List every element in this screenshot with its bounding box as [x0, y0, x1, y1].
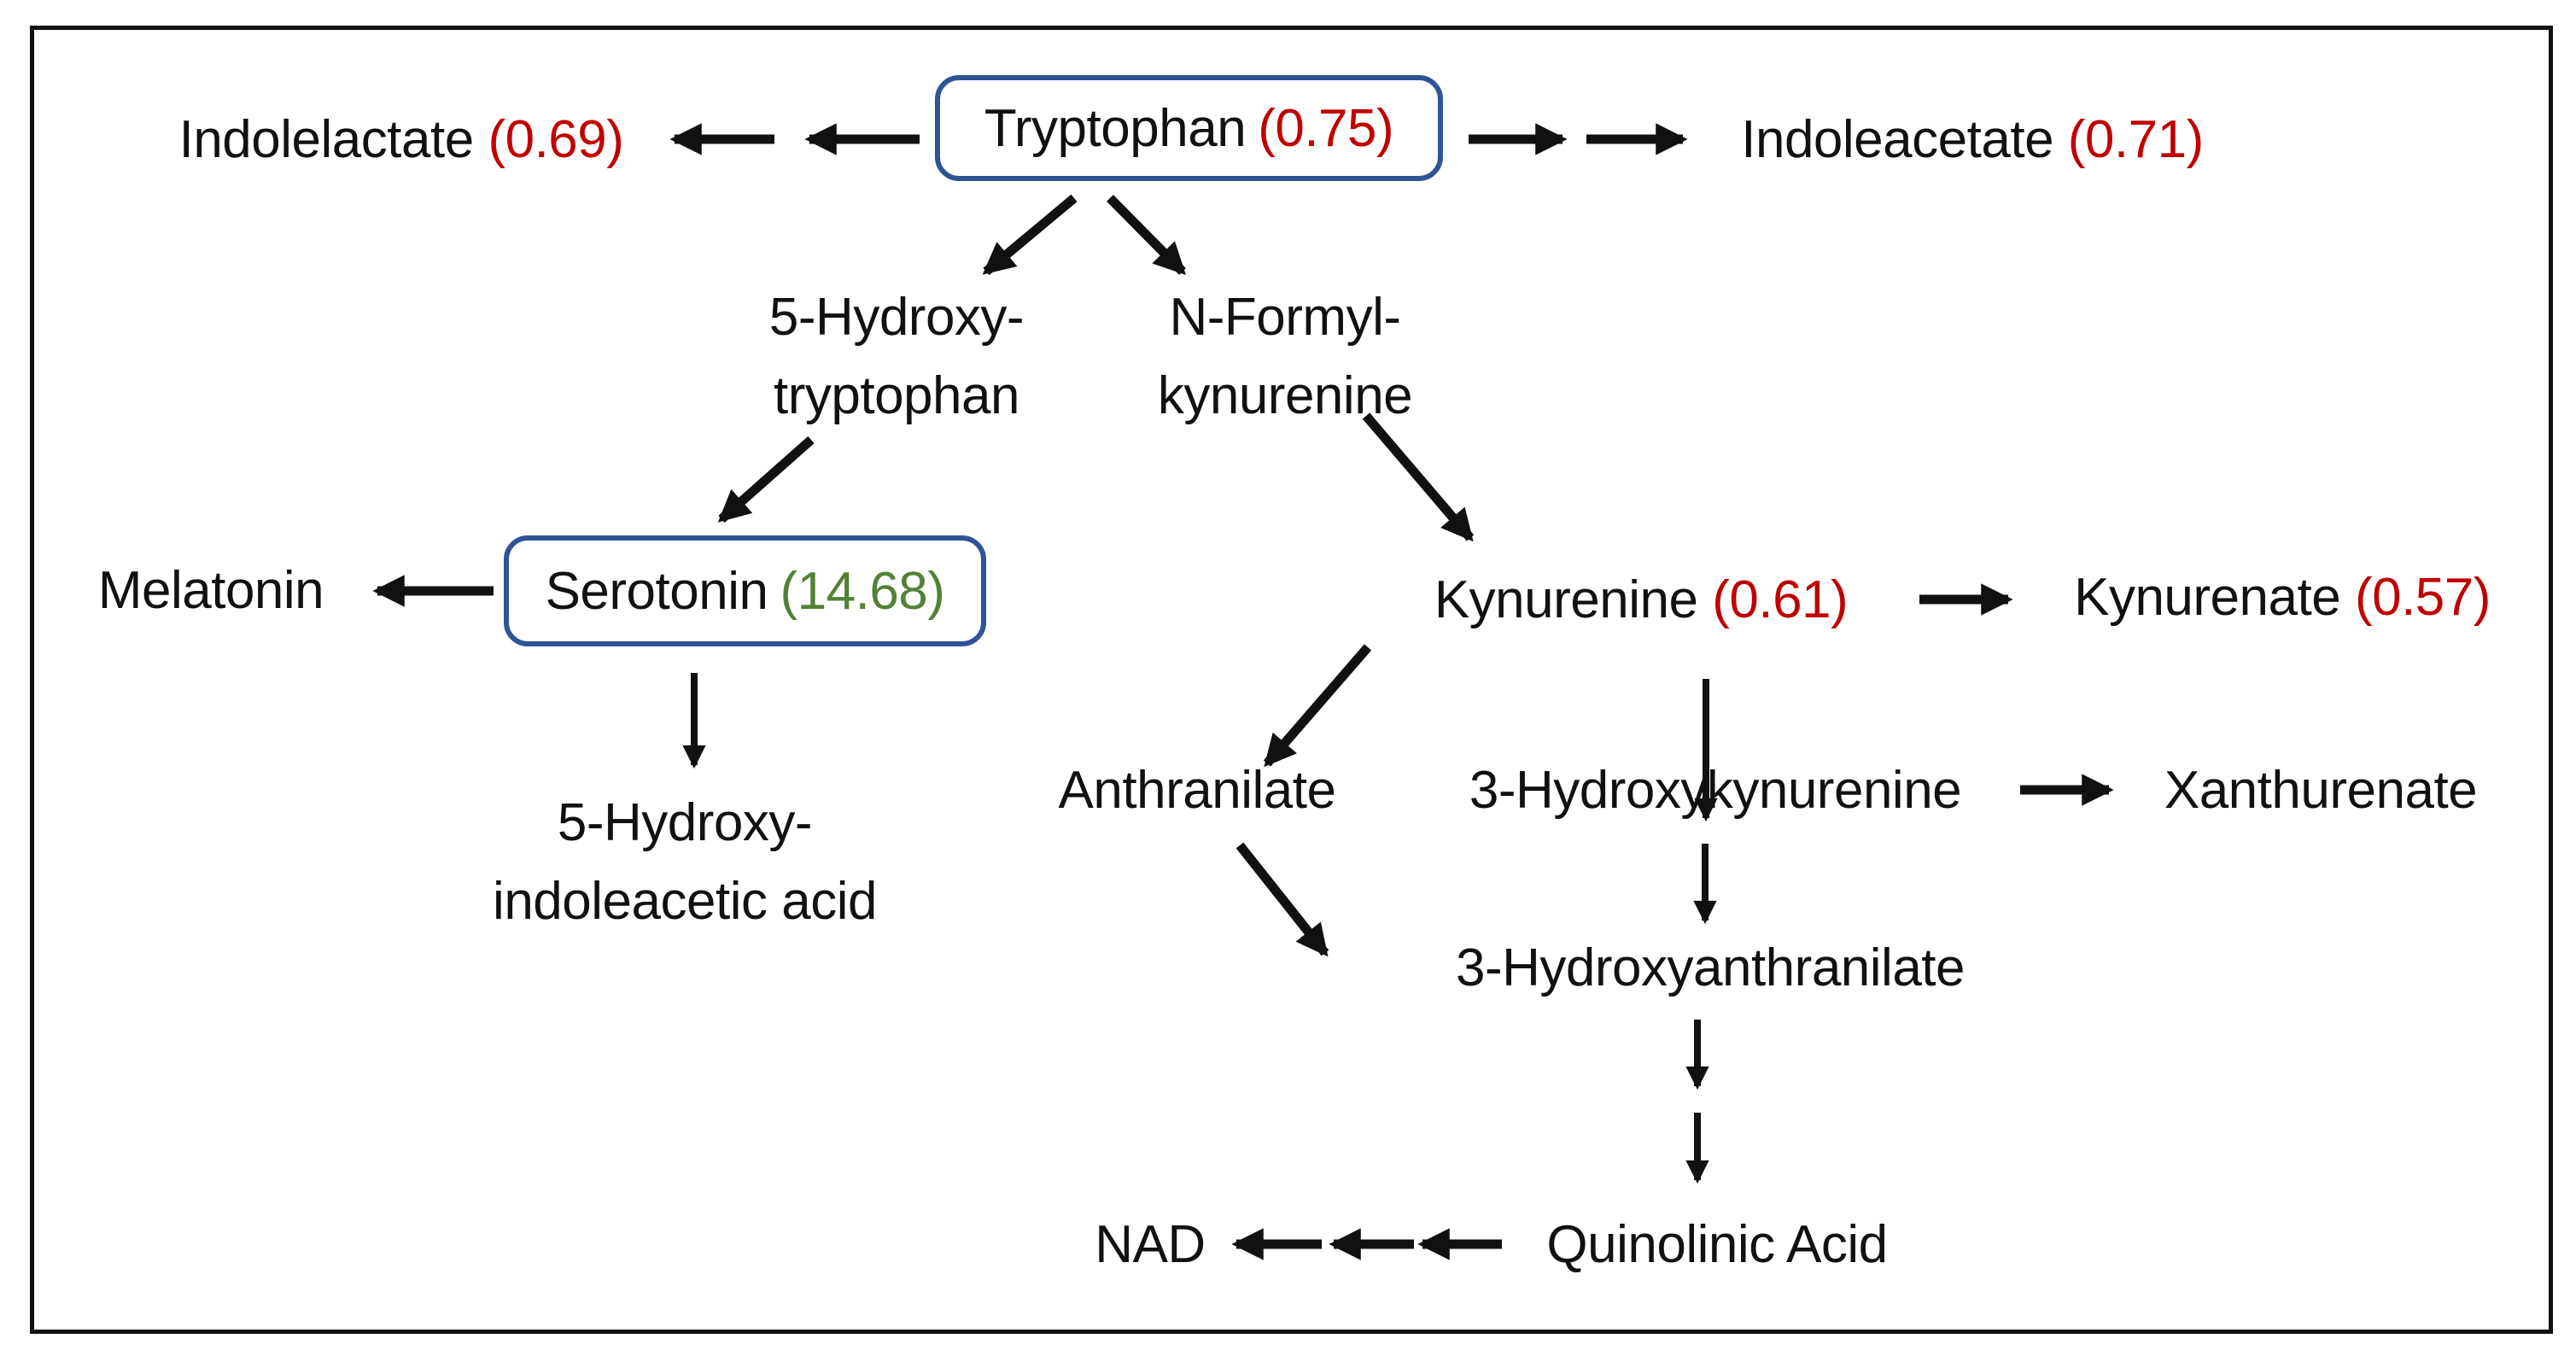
- kynurenate-value: (0.57): [2354, 568, 2491, 627]
- indoleacetate-value: (0.71): [2067, 110, 2204, 169]
- diagram-frame: [30, 26, 2553, 1334]
- node-nad: NAD: [1095, 1214, 1206, 1276]
- node-3-hydroxyanthranilate: 3-Hydroxyanthranilate: [1455, 938, 1966, 999]
- node-kynurenine: Kynurenine (0.61): [1434, 570, 1849, 631]
- quinolinic-acid-label: Quinolinic Acid: [1546, 1215, 1888, 1274]
- arrow-n-formylkynurenine-to-kynurenine: [1362, 412, 1475, 542]
- 5-hydroxyindoleacetic-line2: indoleacetic acid: [493, 872, 877, 931]
- node-n-formylkynurenine: N-Formyl- kynurenine: [1157, 278, 1413, 435]
- melatonin-label: Melatonin: [97, 561, 324, 620]
- arrow-5-hydroxytryptophan-to-serotonin: [717, 435, 815, 523]
- indolelactate-label: Indolelactate: [178, 110, 475, 169]
- arrow-tryptophan-to-n-formylkynurenine: [1107, 195, 1186, 275]
- arrow-tryptophan-to-5-hydroxytryptophan: [982, 194, 1078, 276]
- node-indolelactate: Indolelactate (0.69): [179, 109, 624, 171]
- node-xanthurenate: Xanthurenate: [2164, 760, 2478, 821]
- serotonin-value: (14.68): [780, 561, 945, 621]
- node-tryptophan-box: Tryptophan (0.75): [935, 75, 1443, 181]
- 5-hydroxytryptophan-line2: tryptophan: [773, 366, 1020, 425]
- anthranilate-label: Anthranilate: [1058, 761, 1336, 820]
- serotonin-label: Serotonin: [545, 561, 768, 621]
- node-kynurenate: Kynurenate (0.57): [2074, 567, 2491, 628]
- node-anthranilate: Anthranilate: [1059, 760, 1336, 821]
- node-3-hydroxykynurenine: 3-Hydroxykynurenine: [1469, 760, 1962, 821]
- n-formylkynurenine-line1: N-Formyl-: [1169, 288, 1402, 347]
- tryptophan-label: Tryptophan: [984, 98, 1247, 158]
- xanthurenate-label: Xanthurenate: [2164, 761, 2478, 820]
- n-formylkynurenine-line2: kynurenine: [1157, 366, 1413, 425]
- indolelactate-value: (0.69): [488, 110, 624, 169]
- kynurenate-label: Kynurenate: [2074, 568, 2341, 627]
- kynurenine-value: (0.61): [1712, 570, 1849, 629]
- arrow-anthranilate-to-3-hydroxyanthranilate: [1235, 842, 1329, 957]
- 3-hydroxyanthranilate-label: 3-Hydroxyanthranilate: [1455, 938, 1966, 997]
- nad-label: NAD: [1095, 1215, 1206, 1274]
- arrow-kynurenine-to-anthranilate: [1263, 644, 1372, 768]
- 5-hydroxytryptophan-line1: 5-Hydroxy-: [768, 288, 1025, 347]
- 3-hydroxykynurenine-label: 3-Hydroxykynurenine: [1469, 761, 1962, 820]
- tryptophan-value: (0.75): [1258, 98, 1394, 158]
- node-melatonin: Melatonin: [98, 560, 324, 622]
- node-5-hydroxytryptophan: 5-Hydroxy- tryptophan: [768, 278, 1025, 435]
- node-5-hydroxyindoleacetic-acid: 5-Hydroxy- indoleacetic acid: [493, 784, 877, 941]
- indoleacetate-label: Indoleacetate: [1741, 110, 2054, 169]
- kynurenine-label: Kynurenine: [1434, 570, 1698, 629]
- node-serotonin-box: Serotonin (14.68): [504, 535, 986, 646]
- node-indoleacetate: Indoleacetate (0.71): [1741, 109, 2204, 171]
- node-quinolinic-acid: Quinolinic Acid: [1546, 1214, 1888, 1276]
- 5-hydroxyindoleacetic-line1: 5-Hydroxy-: [557, 793, 813, 852]
